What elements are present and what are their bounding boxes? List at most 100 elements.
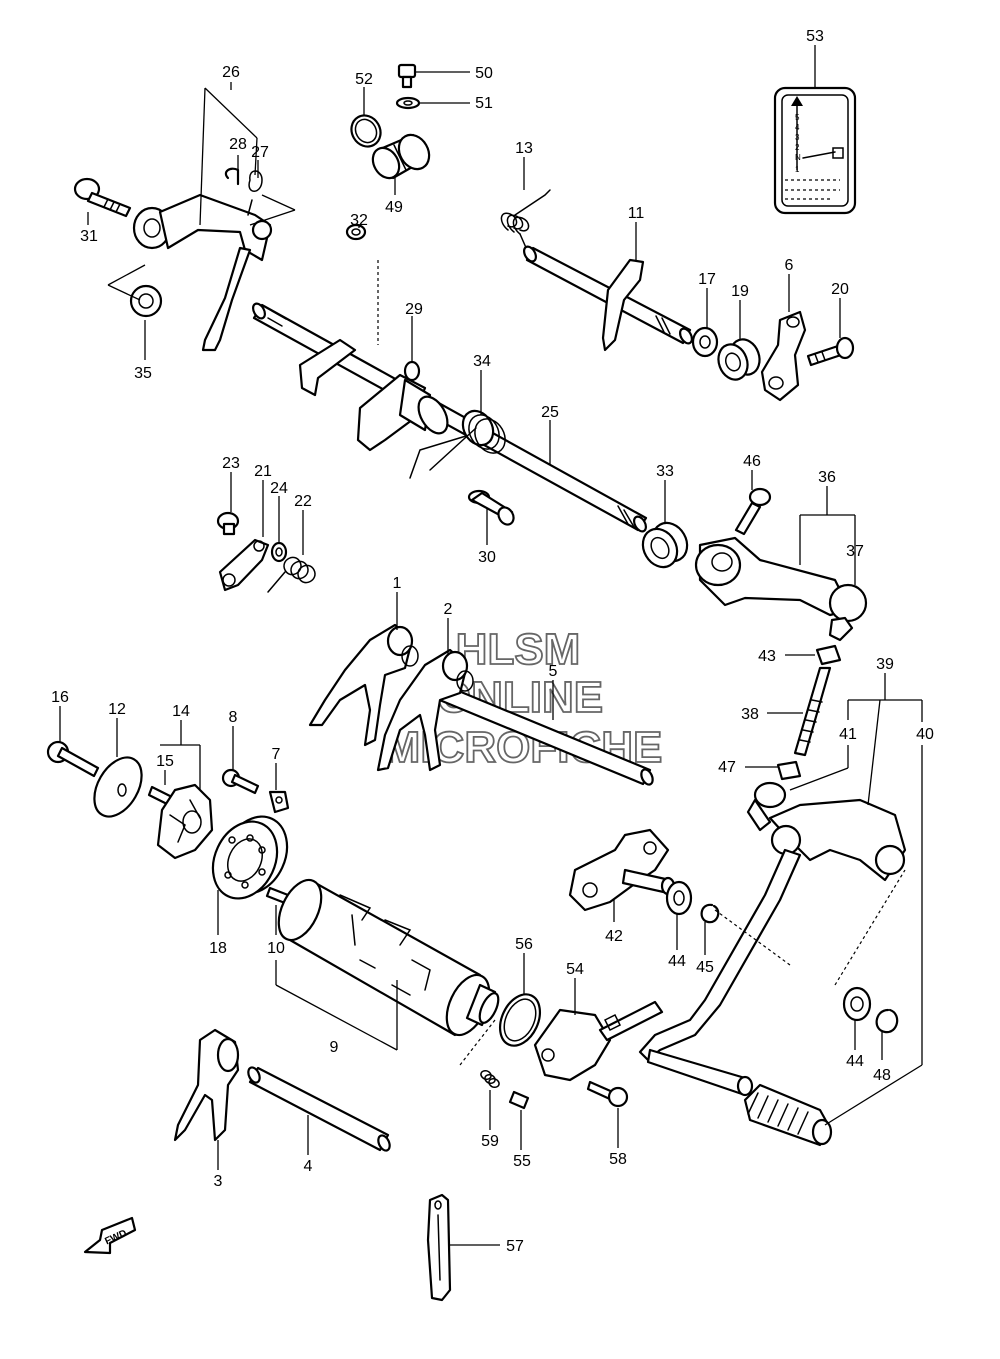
callout-16[interactable]: 16 — [51, 689, 69, 706]
part-18-bearing[interactable] — [201, 806, 299, 909]
part-8-screw[interactable] — [221, 768, 260, 795]
callout-40[interactable]: 40 — [916, 726, 934, 743]
part-53-label-plate[interactable]: 5 4 3 2 N 1 — [773, 86, 857, 215]
callout-44-lower[interactable]: 44 — [846, 1053, 864, 1070]
callout-25[interactable]: 25 — [541, 404, 559, 421]
callout-30[interactable]: 30 — [478, 549, 496, 566]
part-30-stopper-bolt[interactable] — [467, 489, 517, 527]
callout-58[interactable]: 58 — [609, 1151, 627, 1168]
part-22-spring[interactable] — [267, 556, 316, 593]
callout-4[interactable]: 4 — [304, 1158, 313, 1175]
part-23-bolt[interactable] — [216, 511, 240, 536]
callout-45[interactable]: 45 — [696, 959, 714, 976]
part-38-shift-rod[interactable] — [793, 666, 832, 757]
callout-20[interactable]: 20 — [831, 281, 849, 298]
callout-9[interactable]: 9 — [330, 1039, 339, 1056]
part-29-shift-arm[interactable] — [298, 338, 453, 452]
callout-32[interactable]: 32 — [350, 212, 368, 229]
callout-34[interactable]: 34 — [473, 353, 491, 370]
callout-12[interactable]: 12 — [108, 701, 126, 718]
part-17-washer[interactable] — [691, 326, 719, 358]
part-9-shift-drum[interactable] — [270, 873, 502, 1041]
callout-49[interactable]: 49 — [385, 199, 403, 216]
part-27-spring[interactable] — [247, 170, 263, 216]
callout-54[interactable]: 54 — [566, 961, 584, 978]
part-7-plate[interactable] — [268, 790, 290, 814]
part-41-joint[interactable] — [746, 781, 787, 832]
part-50-plug[interactable] — [397, 63, 417, 89]
callout-27[interactable]: 27 — [251, 144, 269, 161]
callout-47[interactable]: 47 — [718, 759, 736, 776]
part-52-o-ring[interactable] — [346, 110, 386, 152]
part-54-gear-position-switch[interactable] — [533, 1000, 664, 1082]
callout-36[interactable]: 36 — [818, 469, 836, 486]
callout-14[interactable]: 14 — [172, 703, 190, 720]
callout-7[interactable]: 7 — [272, 746, 281, 763]
callout-41[interactable]: 41 — [839, 726, 857, 743]
callout-42[interactable]: 42 — [605, 928, 623, 945]
callout-21[interactable]: 21 — [254, 463, 272, 480]
callout-6[interactable]: 6 — [785, 257, 794, 274]
part-28-clip[interactable] — [224, 167, 240, 186]
part-44-washer-upper[interactable] — [665, 880, 693, 916]
callout-18[interactable]: 18 — [209, 940, 227, 957]
part-59-spring[interactable] — [480, 1070, 500, 1088]
part-45-circlip[interactable] — [700, 903, 720, 924]
callout-44-upper[interactable]: 44 — [668, 953, 686, 970]
part-40-pedal-rubber[interactable] — [743, 1083, 833, 1147]
part-1-shift-fork[interactable] — [308, 623, 419, 747]
part-35-washer[interactable] — [129, 284, 163, 318]
part-34-return-spring[interactable] — [409, 405, 511, 479]
callout-37[interactable]: 37 — [846, 543, 864, 560]
part-49-cap[interactable] — [368, 129, 436, 182]
part-56-o-ring[interactable] — [492, 988, 547, 1052]
part-24-washer[interactable] — [270, 541, 288, 563]
callout-53[interactable]: 53 — [806, 28, 824, 45]
part-6-lever[interactable] — [760, 310, 807, 402]
callout-15[interactable]: 15 — [156, 753, 174, 770]
callout-13[interactable]: 13 — [515, 140, 533, 157]
part-46-bolt[interactable] — [734, 487, 772, 536]
part-32-seal[interactable] — [345, 223, 367, 241]
part-33-oil-seal[interactable] — [636, 517, 694, 574]
callout-59[interactable]: 59 — [481, 1133, 499, 1150]
part-47-nut[interactable] — [776, 760, 802, 781]
part-25-gearshift-shaft[interactable] — [251, 302, 649, 534]
callout-51[interactable]: 51 — [475, 95, 493, 112]
callout-48[interactable]: 48 — [873, 1067, 891, 1084]
callout-11[interactable]: 11 — [628, 205, 645, 222]
callout-10[interactable]: 10 — [267, 940, 285, 957]
part-16-bolt[interactable] — [46, 740, 100, 778]
part-2-shift-fork[interactable] — [376, 648, 474, 772]
callout-8[interactable]: 8 — [229, 709, 238, 726]
part-11-shift-shaft[interactable] — [522, 245, 695, 352]
part-26-cam-stopper-plate[interactable] — [132, 193, 273, 352]
callout-33[interactable]: 33 — [656, 463, 674, 480]
callout-56[interactable]: 56 — [515, 936, 533, 953]
callout-35[interactable]: 35 — [134, 365, 152, 382]
part-39-gearshift-lever[interactable] — [638, 798, 907, 1097]
callout-24[interactable]: 24 — [270, 480, 288, 497]
part-36-shift-rod-arm[interactable] — [694, 536, 868, 642]
callout-50[interactable]: 50 — [475, 65, 493, 82]
part-3-shift-fork[interactable] — [173, 1028, 240, 1142]
callout-46[interactable]: 46 — [743, 453, 761, 470]
callout-57[interactable]: 57 — [506, 1238, 524, 1255]
part-58-screw[interactable] — [586, 1080, 629, 1108]
part-12-washer[interactable] — [85, 749, 152, 824]
callout-2[interactable]: 2 — [444, 601, 453, 618]
part-20-bolt[interactable] — [806, 336, 855, 367]
part-19-bearing[interactable] — [714, 335, 765, 383]
callout-26[interactable]: 26 — [222, 64, 240, 81]
part-51-washer[interactable] — [395, 96, 421, 110]
callout-39[interactable]: 39 — [876, 656, 894, 673]
callout-43[interactable]: 43 — [758, 648, 776, 665]
part-31-bolt[interactable] — [73, 177, 132, 218]
callout-17[interactable]: 17 — [698, 271, 716, 288]
callout-23[interactable]: 23 — [222, 455, 240, 472]
callout-3[interactable]: 3 — [214, 1173, 223, 1190]
callout-52[interactable]: 52 — [355, 71, 373, 88]
part-13-spring[interactable] — [500, 189, 551, 251]
callout-28[interactable]: 28 — [229, 136, 247, 153]
callout-55[interactable]: 55 — [513, 1153, 531, 1170]
